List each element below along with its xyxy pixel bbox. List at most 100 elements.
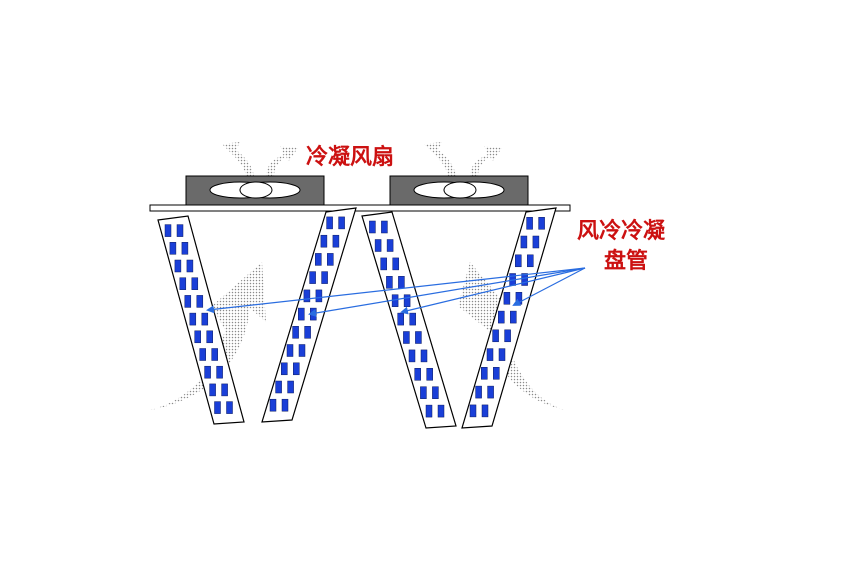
- coil-tube: [425, 404, 433, 418]
- coil-tube: [226, 401, 233, 414]
- coil-tube: [298, 307, 305, 321]
- coil-label-line-1: 风冷冷凝: [577, 218, 666, 244]
- coil-tube: [269, 398, 277, 412]
- pointer-line-2: [308, 267, 586, 317]
- coil-tube: [414, 368, 421, 381]
- coil-panel-2: [261, 207, 357, 423]
- coil-panel-4: [461, 207, 557, 429]
- coil-tube: [281, 362, 288, 376]
- fan-blade: [239, 181, 273, 199]
- coil-tube: [298, 344, 306, 357]
- coil-tube: [179, 277, 187, 290]
- coil-tube: [403, 294, 411, 307]
- coil-tube: [304, 326, 311, 339]
- coil-tube: [397, 312, 404, 326]
- fan-blade: [443, 181, 477, 199]
- coil-tube: [520, 235, 528, 249]
- coil-tube: [199, 348, 206, 361]
- condenser-coils: [157, 207, 557, 429]
- coil-tube: [201, 312, 209, 326]
- coil-tube: [196, 295, 204, 308]
- coil-tube: [191, 277, 199, 290]
- coil-tube: [481, 367, 488, 380]
- coil-tube: [369, 220, 376, 234]
- coil-tube: [211, 348, 218, 361]
- coil-tube: [303, 289, 311, 303]
- coil-tube: [186, 259, 194, 273]
- coil-tube: [437, 404, 445, 418]
- condenser-fan-label: 冷凝风扇: [306, 144, 395, 170]
- coil-tube: [409, 312, 416, 326]
- coil-tube: [309, 271, 316, 284]
- coil-tube: [415, 331, 422, 344]
- coil-tube: [515, 254, 522, 268]
- pointer-line-1: [206, 267, 586, 314]
- coil-tube: [493, 367, 500, 380]
- coil-tube: [374, 239, 382, 252]
- coil-tube: [420, 386, 427, 399]
- coil-tube: [426, 368, 433, 381]
- coil-tube: [286, 344, 294, 357]
- coil-panel-1: [157, 215, 245, 425]
- coil-pointer-lines: [206, 267, 586, 317]
- coil-tube: [327, 253, 334, 266]
- coil-tube: [487, 385, 494, 399]
- coil-tube: [504, 329, 511, 343]
- coil-tube: [403, 331, 410, 344]
- coil-tube: [386, 239, 394, 252]
- coil-tube: [209, 383, 216, 397]
- intake-airflow-arrow-left: [150, 262, 266, 410]
- coil-tube: [181, 242, 189, 255]
- coil-tube: [214, 401, 221, 414]
- coil-tube: [194, 330, 201, 344]
- intake-airflow-arrow-right: [458, 262, 565, 410]
- coil-tube: [532, 235, 540, 249]
- coil-tube: [176, 224, 184, 237]
- coil-tube: [386, 276, 393, 289]
- coil-tube: [481, 404, 489, 418]
- coil-panel-3: [361, 211, 457, 429]
- condenser-fan-1: [185, 175, 325, 206]
- coil-tube: [498, 310, 505, 324]
- coil-tube: [221, 383, 228, 397]
- coil-tube: [189, 312, 197, 326]
- coil-tube: [321, 271, 328, 284]
- coil-tube: [398, 276, 405, 289]
- coil-tube: [326, 216, 333, 230]
- coil-tube: [381, 220, 388, 234]
- coil-tube: [432, 386, 439, 399]
- pointer-line-4: [512, 267, 586, 306]
- coil-tube: [492, 329, 499, 343]
- coil-tube: [164, 224, 172, 237]
- coil-tube: [332, 234, 340, 248]
- coil-tube: [315, 289, 323, 303]
- coil-tube: [408, 349, 416, 363]
- coil-tube: [526, 217, 533, 230]
- pointer-line-3: [400, 267, 586, 315]
- coil-tube: [510, 310, 517, 324]
- coil-tube: [475, 385, 482, 399]
- coil-tube: [392, 257, 399, 271]
- coil-tube: [293, 362, 300, 376]
- coil-tube: [469, 404, 477, 418]
- coil-tube: [503, 292, 511, 305]
- intake-airflow-arrows: [150, 262, 565, 410]
- coil-tube: [292, 326, 299, 339]
- condenser-fan-2: [389, 175, 529, 206]
- coil-tube: [174, 259, 182, 273]
- coil-tube: [169, 242, 177, 255]
- coil-tube: [275, 380, 282, 394]
- top-plate: [149, 204, 571, 212]
- coil-tube: [380, 257, 387, 271]
- coil-tube: [320, 234, 328, 248]
- coil-tube: [184, 295, 192, 308]
- coil-tube: [538, 217, 545, 230]
- coil-tube: [420, 349, 428, 363]
- coil-tube: [281, 398, 289, 412]
- coil-tube: [527, 254, 534, 268]
- coil-tube: [521, 273, 528, 286]
- coil-label-line-2: 盘管: [604, 248, 649, 274]
- coil-tube: [315, 253, 322, 266]
